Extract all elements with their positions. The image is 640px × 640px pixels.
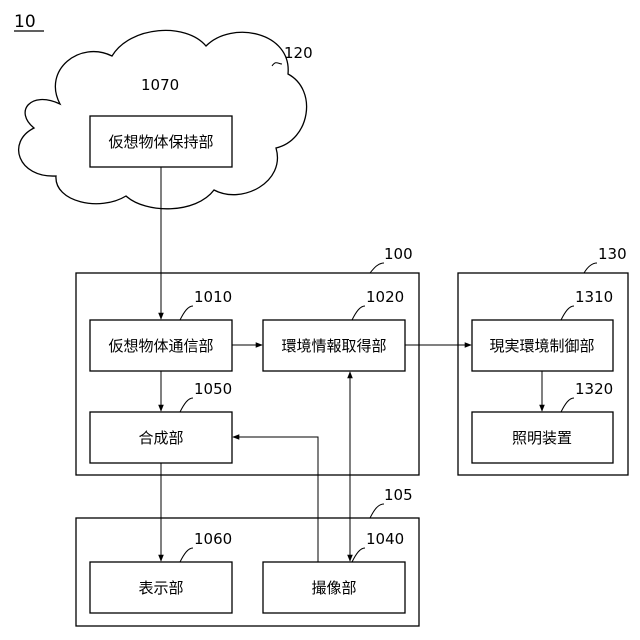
block-1050-ref-leader [180,398,193,412]
block-1010-ref: 1010 [194,288,232,306]
block-1040-label: 撮像部 [311,579,356,597]
block-1070-ref: 1070 [141,76,179,94]
arrow-1040-to-1050 [233,437,318,562]
block-1060-ref-leader [180,548,193,562]
device-130-ref-leader [584,263,597,273]
device-105-ref: 105 [384,486,413,504]
cloud-ref-leader [272,63,282,66]
block-1320-label: 照明装置 [512,429,572,447]
block-1020-ref: 1020 [366,288,404,306]
cloud-ref: 120 [284,44,313,62]
device-130-ref: 130 [598,245,627,263]
block-1310-ref: 1310 [575,288,613,306]
block-1050-ref: 1050 [194,380,232,398]
block-1070-label: 仮想物体保持部 [108,133,213,151]
block-1010-ref-leader [180,306,193,320]
block-1310: 現実環境制御部 1310 [472,288,613,371]
block-1020-ref-leader [352,306,365,320]
block-1310-label: 現実環境制御部 [489,337,594,355]
block-1020: 環境情報取得部 1020 [263,288,405,371]
block-1010-label: 仮想物体通信部 [108,337,213,355]
block-1040-ref-leader [352,548,365,562]
block-1320-ref: 1320 [575,380,613,398]
block-1060-label: 表示部 [138,579,183,597]
device-105-ref-leader [370,504,384,518]
block-1060-ref: 1060 [194,530,232,548]
block-1040-ref: 1040 [366,530,404,548]
block-1320: 照明装置 1320 [472,380,613,463]
device-100-ref-leader [370,263,384,273]
block-1070: 仮想物体保持部 1070 [90,76,232,167]
block-1020-label: 環境情報取得部 [281,337,386,355]
block-1040: 撮像部 1040 [263,530,405,613]
block-1050-label: 合成部 [138,429,183,447]
block-1310-ref-leader [561,306,574,320]
device-100-ref: 100 [384,245,413,263]
figure-ref: 10 [14,12,36,32]
block-1320-ref-leader [561,398,574,412]
